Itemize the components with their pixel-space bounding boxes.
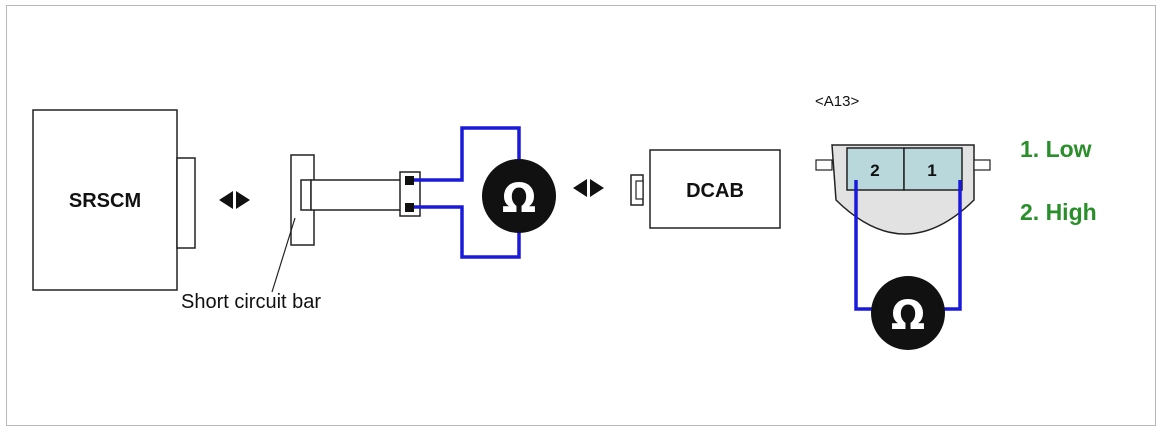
connector-a13: <A13> 2 1 bbox=[815, 93, 991, 235]
pin-2-label: 2 bbox=[870, 161, 879, 180]
ohm-symbol-2: Ω bbox=[891, 293, 925, 339]
legend-item-high: 2. High bbox=[1020, 199, 1097, 225]
srscm-module: SRSCM bbox=[32, 109, 196, 291]
pin-1-label: 1 bbox=[927, 161, 936, 180]
short-circuit-bar: Short circuit bar bbox=[181, 154, 421, 313]
double-arrow-icon bbox=[219, 191, 250, 209]
pin-legend: 1. Low 2. High bbox=[1020, 136, 1097, 225]
connector-label: <A13> bbox=[815, 93, 859, 110]
srscm-label: SRSCM bbox=[69, 190, 141, 212]
dcab-module: DCAB bbox=[630, 149, 781, 229]
double-arrow-icon bbox=[573, 179, 604, 197]
probe-wires-1 bbox=[414, 126, 521, 259]
dcab-label: DCAB bbox=[686, 180, 744, 202]
ohmmeter-icon: Ω bbox=[482, 159, 556, 233]
diagram-frame bbox=[6, 5, 1156, 426]
short-bar-label: Short circuit bar bbox=[181, 291, 321, 313]
ohmmeter-icon: Ω bbox=[871, 276, 945, 350]
ohm-symbol-1: Ω bbox=[502, 176, 536, 222]
legend-item-low: 1. Low bbox=[1020, 136, 1092, 162]
